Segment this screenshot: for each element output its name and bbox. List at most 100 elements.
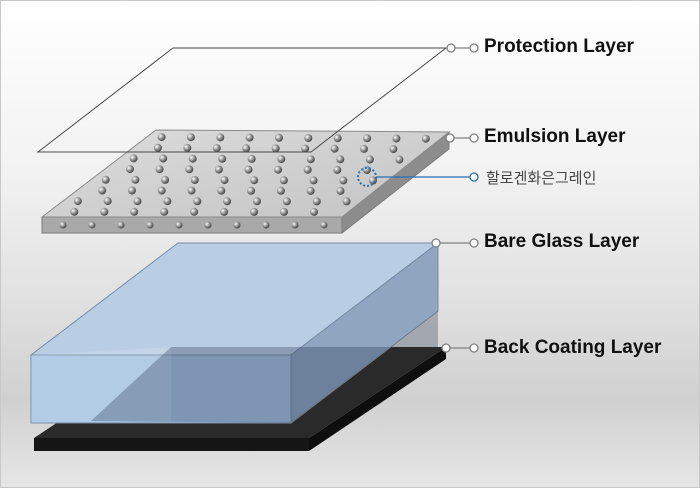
back-coating-layer-label: Back Coating Layer: [484, 337, 662, 358]
silver-halide-grain: [185, 165, 194, 174]
silver-halide-grain: [392, 134, 401, 143]
silver-halide-grain: [242, 144, 251, 153]
silver-halide-grain: [153, 143, 162, 152]
silver-halide-grain: [217, 186, 226, 195]
silver-halide-grain: [131, 175, 140, 184]
silver-halide-grain: [161, 175, 170, 184]
silver-halide-grain: [183, 143, 192, 152]
callout-emulsion: [445, 133, 479, 143]
callout-bare-glass: [431, 238, 479, 248]
silver-halide-grain: [98, 186, 107, 195]
callout-back-coating: [441, 343, 479, 353]
callout-halide-grain: [376, 172, 479, 182]
silver-halide-grain: [280, 207, 288, 216]
silver-halide-grain: [301, 144, 310, 153]
silver-halide-grain: [336, 155, 345, 164]
silver-halide-grain: [218, 154, 227, 163]
silver-halide-grain: [262, 221, 270, 229]
silver-halide-grain: [220, 207, 229, 216]
halide-grain-label: 할로겐화은그레인: [486, 169, 597, 187]
silver-halide-grain: [247, 154, 256, 163]
silver-halide-grain: [157, 186, 166, 195]
silver-halide-grain: [421, 134, 430, 143]
silver-halide-grain: [100, 207, 109, 216]
silver-halide-grain: [204, 221, 212, 229]
silver-halide-grain: [304, 134, 313, 142]
silver-halide-grain: [245, 133, 254, 142]
silver-halide-grain: [128, 186, 136, 195]
silver-halide-grain: [146, 221, 154, 229]
silver-halide-grain: [70, 207, 79, 216]
silver-halide-grain: [130, 207, 139, 216]
silver-halide-grain: [216, 133, 225, 142]
silver-halide-grain: [309, 176, 318, 185]
silver-halide-grain: [276, 186, 285, 195]
silver-halide-grain: [303, 165, 312, 174]
silver-halide-grain: [339, 176, 348, 185]
protection-layer-label: Protection Layer: [484, 36, 634, 57]
silver-halide-grain: [333, 165, 342, 174]
silver-halide-grain: [88, 221, 96, 229]
silver-halide-grain: [360, 144, 368, 153]
silver-halide-grain: [271, 144, 280, 153]
silver-halide-grain: [190, 176, 199, 184]
silver-halide-grain: [279, 176, 288, 185]
silver-halide-grain: [188, 154, 197, 163]
silver-halide-grain: [163, 197, 172, 206]
silver-halide-grain: [362, 166, 371, 174]
silver-halide-grain: [306, 186, 315, 195]
silver-halide-grain: [312, 197, 321, 206]
silver-halide-grain: [277, 155, 286, 164]
silver-halide-grain: [193, 197, 202, 206]
silver-halide-grain: [395, 155, 404, 164]
silver-halide-grain: [190, 207, 199, 216]
silver-halide-grain: [282, 197, 291, 206]
silver-halide-grain: [274, 165, 283, 174]
silver-halide-grain: [214, 165, 223, 174]
silver-halide-grain: [363, 134, 372, 143]
silver-halide-grain: [73, 197, 82, 206]
silver-halide-grain: [336, 186, 345, 195]
silver-halide-grain: [342, 197, 351, 206]
silver-halide-grain: [157, 133, 166, 142]
silver-halide-grain: [220, 176, 229, 185]
silver-halide-grain: [129, 154, 138, 163]
silver-halide-grain: [365, 155, 374, 164]
silver-halide-grain: [101, 175, 110, 184]
silver-halide-grain: [330, 144, 339, 153]
silver-halide-grain: [275, 133, 283, 142]
silver-halide-grains: [59, 133, 430, 229]
silver-halide-grain: [306, 155, 315, 164]
silver-halide-grain: [253, 197, 261, 206]
silver-halide-grain: [175, 221, 183, 229]
silver-halide-grain: [155, 165, 164, 174]
silver-halide-grain: [250, 207, 259, 216]
silver-halide-grain: [159, 154, 168, 163]
bare-glass-layer-label: Bare Glass Layer: [484, 231, 640, 252]
silver-halide-grain: [223, 197, 232, 206]
silver-halide-grain: [160, 207, 169, 216]
silver-halide-grain: [186, 133, 195, 142]
silver-halide-grain: [117, 221, 125, 229]
silver-halide-grain: [212, 144, 221, 153]
silver-halide-grain: [389, 145, 398, 154]
silver-halide-grain: [333, 134, 342, 143]
emulsion-layer: [40, 129, 451, 235]
silver-halide-grain: [244, 165, 253, 174]
silver-halide-grain: [320, 221, 328, 229]
silver-halide-grain: [233, 221, 241, 229]
silver-halide-grain: [250, 176, 259, 185]
silver-halide-grain: [126, 165, 134, 174]
silver-halide-grain: [103, 197, 112, 206]
silver-halide-grain: [291, 221, 299, 229]
silver-halide-grain: [247, 186, 256, 195]
emulsion-layer-label: Emulsion Layer: [484, 126, 626, 147]
silver-halide-grain: [310, 207, 318, 216]
silver-halide-grain: [133, 197, 142, 206]
silver-halide-grain: [59, 221, 67, 229]
callout-protection: [446, 43, 479, 53]
silver-halide-grain: [187, 186, 196, 195]
bare-glass-layer: [29, 241, 440, 425]
